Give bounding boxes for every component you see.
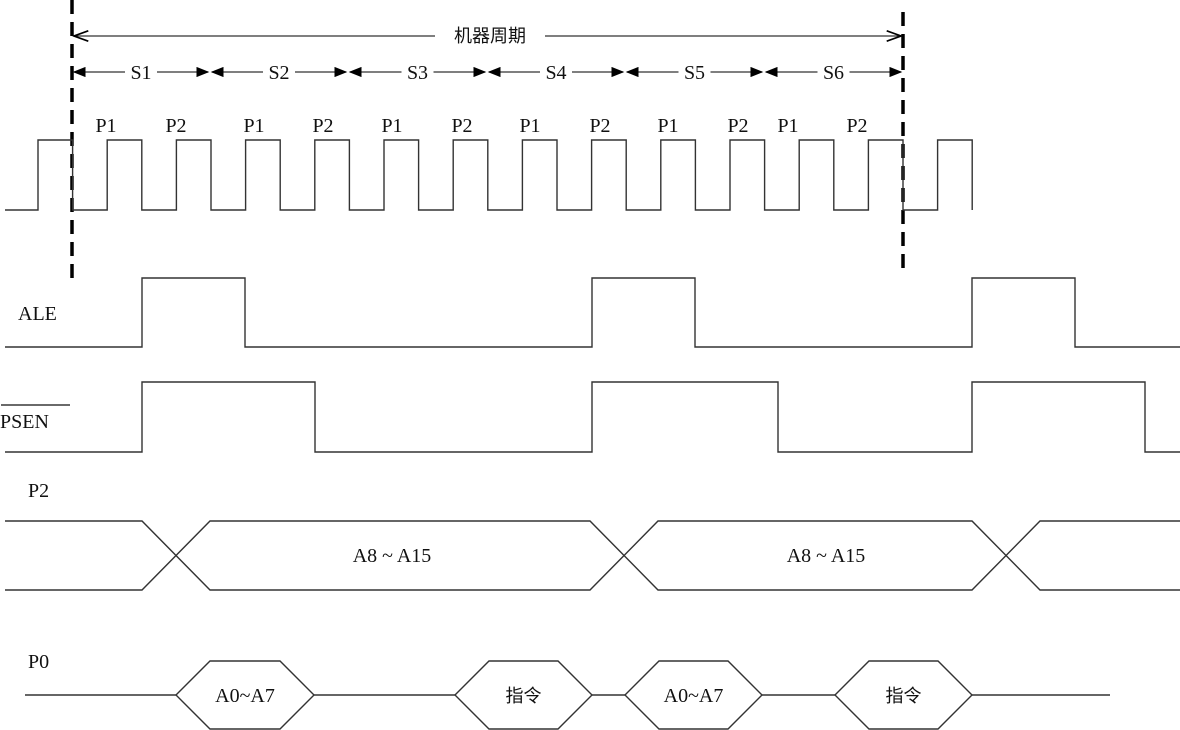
- state-label: S4: [545, 62, 566, 84]
- psen-label: PSEN: [0, 411, 49, 433]
- p0-bus-value: 指令: [506, 686, 542, 707]
- ale-label: ALE: [18, 303, 57, 325]
- p0-bus-waveform: A0~A7 指令 A0~A7 指令: [25, 660, 1110, 730]
- p2-bus-waveform: [5, 520, 1180, 591]
- phase-label: P1: [777, 115, 798, 137]
- state-label: S3: [407, 62, 428, 84]
- state-label: S6: [823, 62, 844, 84]
- psen-waveform: [5, 381, 1180, 453]
- p0-bus-value: 指令: [886, 686, 922, 707]
- p0-bus-segment: [454, 660, 593, 730]
- phase-label: P1: [95, 115, 116, 137]
- phase-label: P2: [312, 115, 333, 137]
- phase-label: P2: [165, 115, 186, 137]
- state-label: S2: [268, 62, 289, 84]
- p0-bus-value: A0~A7: [664, 685, 724, 707]
- p0-label: P0: [28, 651, 49, 673]
- p0-bus-segment: [624, 660, 763, 730]
- phase-label: P2: [589, 115, 610, 137]
- state-arrows: S1 S2 S3 S4 S5 S6: [72, 62, 903, 84]
- ale-waveform: [5, 277, 1180, 348]
- phase-label: P1: [243, 115, 264, 137]
- p2-bus-value: A8 ~ A15: [787, 545, 866, 567]
- p0-bus-segment: [175, 660, 315, 730]
- machine-cycle-label: 机器周期: [454, 26, 526, 47]
- phase-label: P1: [657, 115, 678, 137]
- p0-bus-segment: [834, 660, 973, 730]
- state-label: S5: [684, 62, 705, 84]
- p2-bus-value: A8 ~ A15: [353, 545, 432, 567]
- p2-label: P2: [28, 480, 49, 502]
- phase-label: P2: [846, 115, 867, 137]
- phase-label: P1: [381, 115, 402, 137]
- p0-bus-value: A0~A7: [215, 685, 275, 707]
- phase-label: P1: [519, 115, 540, 137]
- state-label: S1: [130, 62, 151, 84]
- phase-label: P2: [727, 115, 748, 137]
- phase-label: P2: [451, 115, 472, 137]
- phase-labels: P1 P2 P1 P2 P1 P2 P1 P2 P1 P2 P1 P2: [95, 115, 867, 137]
- clock-waveform: [5, 139, 973, 211]
